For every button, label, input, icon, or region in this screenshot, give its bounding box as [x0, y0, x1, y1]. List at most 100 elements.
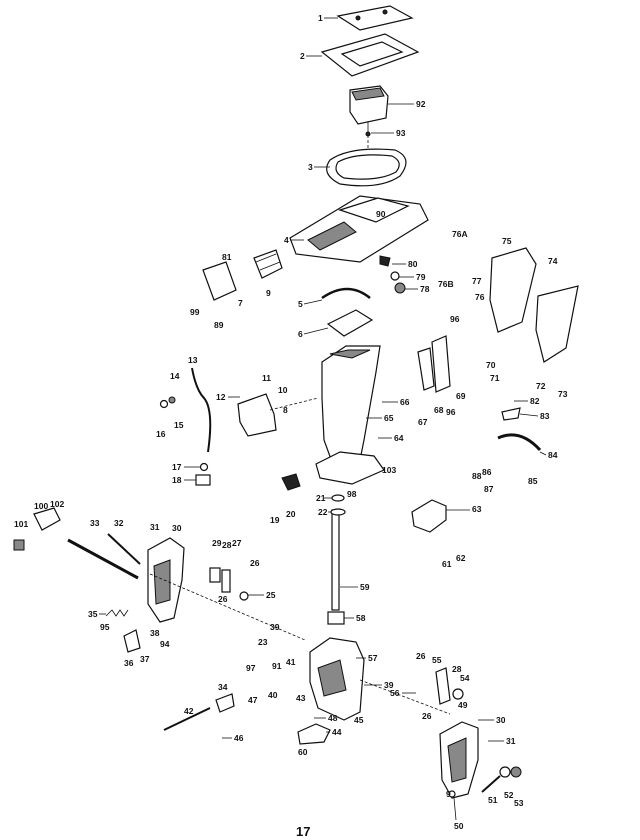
callout-60: 60 — [298, 747, 308, 757]
callout-13: 13 — [188, 355, 198, 365]
callout-20: 20 — [286, 509, 296, 519]
callout-99: 99 — [190, 307, 200, 317]
callout-39a: 39 — [270, 622, 280, 632]
callout-3: 3 — [308, 162, 313, 172]
callout-69: 69 — [456, 391, 466, 401]
callout-76A: 76A — [452, 229, 468, 239]
callout-labels: 1 2 92 93 3 90 4 76A 75 74 81 9 80 79 78… — [14, 13, 568, 831]
callout-41: 41 — [286, 657, 296, 667]
callout-47: 47 — [248, 695, 258, 705]
callout-90: 90 — [376, 209, 386, 219]
callout-16: 16 — [156, 429, 166, 439]
callout-70: 70 — [486, 360, 496, 370]
callout-46: 46 — [234, 733, 244, 743]
callout-57: 57 — [368, 653, 378, 663]
callout-84: 84 — [548, 450, 558, 460]
callout-51: 51 — [488, 795, 498, 805]
callout-74: 74 — [548, 256, 558, 266]
callout-14: 14 — [170, 371, 180, 381]
callout-72: 72 — [536, 381, 546, 391]
callout-21: 21 — [316, 493, 326, 503]
callout-44: 44 — [332, 727, 342, 737]
callout-36: 36 — [124, 658, 134, 668]
callout-1: 1 — [318, 13, 323, 23]
callout-89: 89 — [214, 320, 224, 330]
callout-86: 86 — [482, 467, 492, 477]
callout-80: 80 — [408, 259, 418, 269]
part-illustrations — [13, 5, 579, 799]
callout-98: 98 — [347, 489, 357, 499]
callout-42: 42 — [184, 706, 194, 716]
callout-101: 101 — [14, 519, 28, 529]
callout-102: 102 — [50, 499, 64, 509]
callout-55: 55 — [432, 655, 442, 665]
callout-26c: 26 — [416, 651, 426, 661]
callout-64: 64 — [394, 433, 404, 443]
callout-85: 85 — [528, 476, 538, 486]
callout-43: 43 — [296, 693, 306, 703]
callout-71: 71 — [490, 373, 500, 383]
callout-7: 7 — [238, 298, 243, 308]
callout-56: 56 — [390, 688, 400, 698]
callout-22: 22 — [318, 507, 328, 517]
callout-26b: 26 — [218, 594, 228, 604]
callout-49: 49 — [458, 700, 468, 710]
callout-27: 27 — [232, 538, 242, 548]
callout-30b: 30 — [496, 715, 506, 725]
callout-19: 19 — [270, 515, 280, 525]
callout-31a: 31 — [150, 522, 160, 532]
callout-96b: 96 — [446, 407, 456, 417]
callout-37: 37 — [140, 654, 150, 664]
callout-103: 103 — [382, 465, 396, 475]
callout-35: 35 — [88, 609, 98, 619]
callout-17: 17 — [172, 462, 182, 472]
callout-33: 33 — [90, 518, 100, 528]
callout-34: 34 — [218, 682, 228, 692]
callout-4: 4 — [284, 235, 289, 245]
callout-58: 58 — [356, 613, 366, 623]
callout-73: 73 — [558, 389, 568, 399]
callout-28a: 28 — [222, 540, 232, 550]
callout-12: 12 — [216, 392, 226, 402]
callout-50: 50 — [454, 821, 464, 831]
callout-96a: 96 — [450, 314, 460, 324]
callout-95: 95 — [100, 622, 110, 632]
callout-38: 38 — [150, 628, 160, 638]
callout-92: 92 — [416, 99, 426, 109]
page-number: 17 — [296, 824, 310, 839]
callout-2: 2 — [300, 51, 305, 61]
callout-76: 76 — [475, 292, 485, 302]
callout-5: 5 — [298, 299, 303, 309]
callout-26a: 26 — [250, 558, 260, 568]
callout-45: 45 — [354, 715, 364, 725]
callout-32: 32 — [114, 518, 124, 528]
callout-91: 91 — [272, 661, 282, 671]
callout-8: 8 — [283, 405, 288, 415]
callout-63: 63 — [472, 504, 482, 514]
callout-6: 6 — [298, 329, 303, 339]
callout-100: 100 — [34, 501, 48, 511]
callout-54: 54 — [460, 673, 470, 683]
callout-65: 65 — [384, 413, 394, 423]
callout-30a: 30 — [172, 523, 182, 533]
callout-76B: 76B — [438, 279, 454, 289]
callout-97: 97 — [246, 663, 256, 673]
callout-26d: 26 — [422, 711, 432, 721]
callout-77: 77 — [472, 276, 482, 286]
callout-88: 88 — [472, 471, 482, 481]
callout-83: 83 — [540, 411, 550, 421]
callout-62: 62 — [456, 553, 466, 563]
callout-82: 82 — [530, 396, 540, 406]
callout-93: 93 — [396, 128, 406, 138]
callout-9b: 9 — [446, 789, 451, 799]
callout-39b: 39 — [384, 680, 394, 690]
callout-81: 81 — [222, 252, 232, 262]
callout-59: 59 — [360, 582, 370, 592]
callout-23: 23 — [258, 637, 268, 647]
callout-78: 78 — [420, 284, 430, 294]
callout-66: 66 — [400, 397, 410, 407]
callout-68: 68 — [434, 405, 444, 415]
callout-52: 52 — [504, 790, 514, 800]
callout-48: 48 — [328, 713, 338, 723]
